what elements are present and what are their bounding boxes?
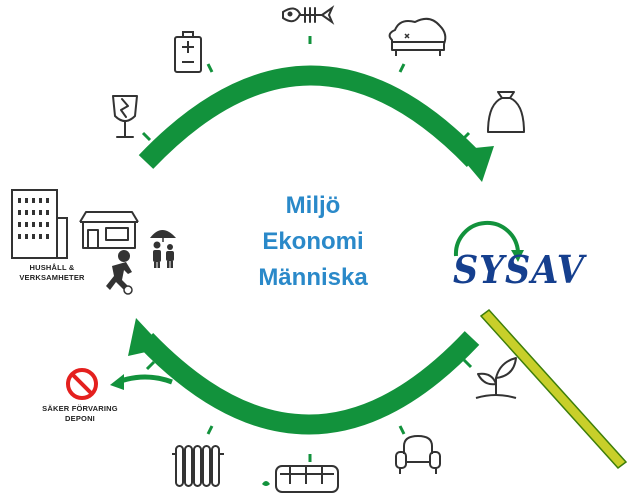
family-umbrella-icon xyxy=(150,230,176,268)
storage-branch-arrow xyxy=(110,374,173,390)
radiator-icon xyxy=(172,445,224,487)
center-word-environment: Miljö xyxy=(285,192,341,219)
household-label-line1: HUSHÅLL & xyxy=(29,263,75,272)
no-sign-icon xyxy=(66,368,98,400)
broken-glass-icon xyxy=(112,95,138,138)
building-icon xyxy=(11,189,68,259)
person-football-icon xyxy=(106,250,133,295)
battery-icon xyxy=(174,31,202,73)
bus-icon xyxy=(262,465,339,493)
storage-label-line2: DEPONI xyxy=(65,414,95,423)
sofa-icon xyxy=(388,17,447,56)
top-cycle-arrow xyxy=(138,36,494,182)
center-word-economy: Ekonomi xyxy=(262,228,364,255)
center-keywords: Miljö Ekonomi Människa xyxy=(228,188,398,296)
armchair-icon xyxy=(395,435,441,474)
center-word-people: Människa xyxy=(258,264,368,291)
household-label-line2: VERKSAMHETER xyxy=(19,273,85,282)
bag-icon xyxy=(487,91,525,133)
plant-icon xyxy=(475,357,517,399)
storage-label-line1: SÄKER FÖRVARING xyxy=(42,404,118,413)
bottom-cycle-arrow xyxy=(128,318,480,462)
fish-bones-icon xyxy=(282,5,335,25)
diagonal-arrow-line xyxy=(479,308,628,470)
sysav-logo: SYSAV xyxy=(453,247,585,292)
house-icon xyxy=(79,211,139,249)
recycle-arrow-icon xyxy=(453,221,524,262)
household-label: HUSHÅLL & VERKSAMHETER xyxy=(4,263,100,283)
storage-label: SÄKER FÖRVARING DEPONI xyxy=(30,404,130,424)
